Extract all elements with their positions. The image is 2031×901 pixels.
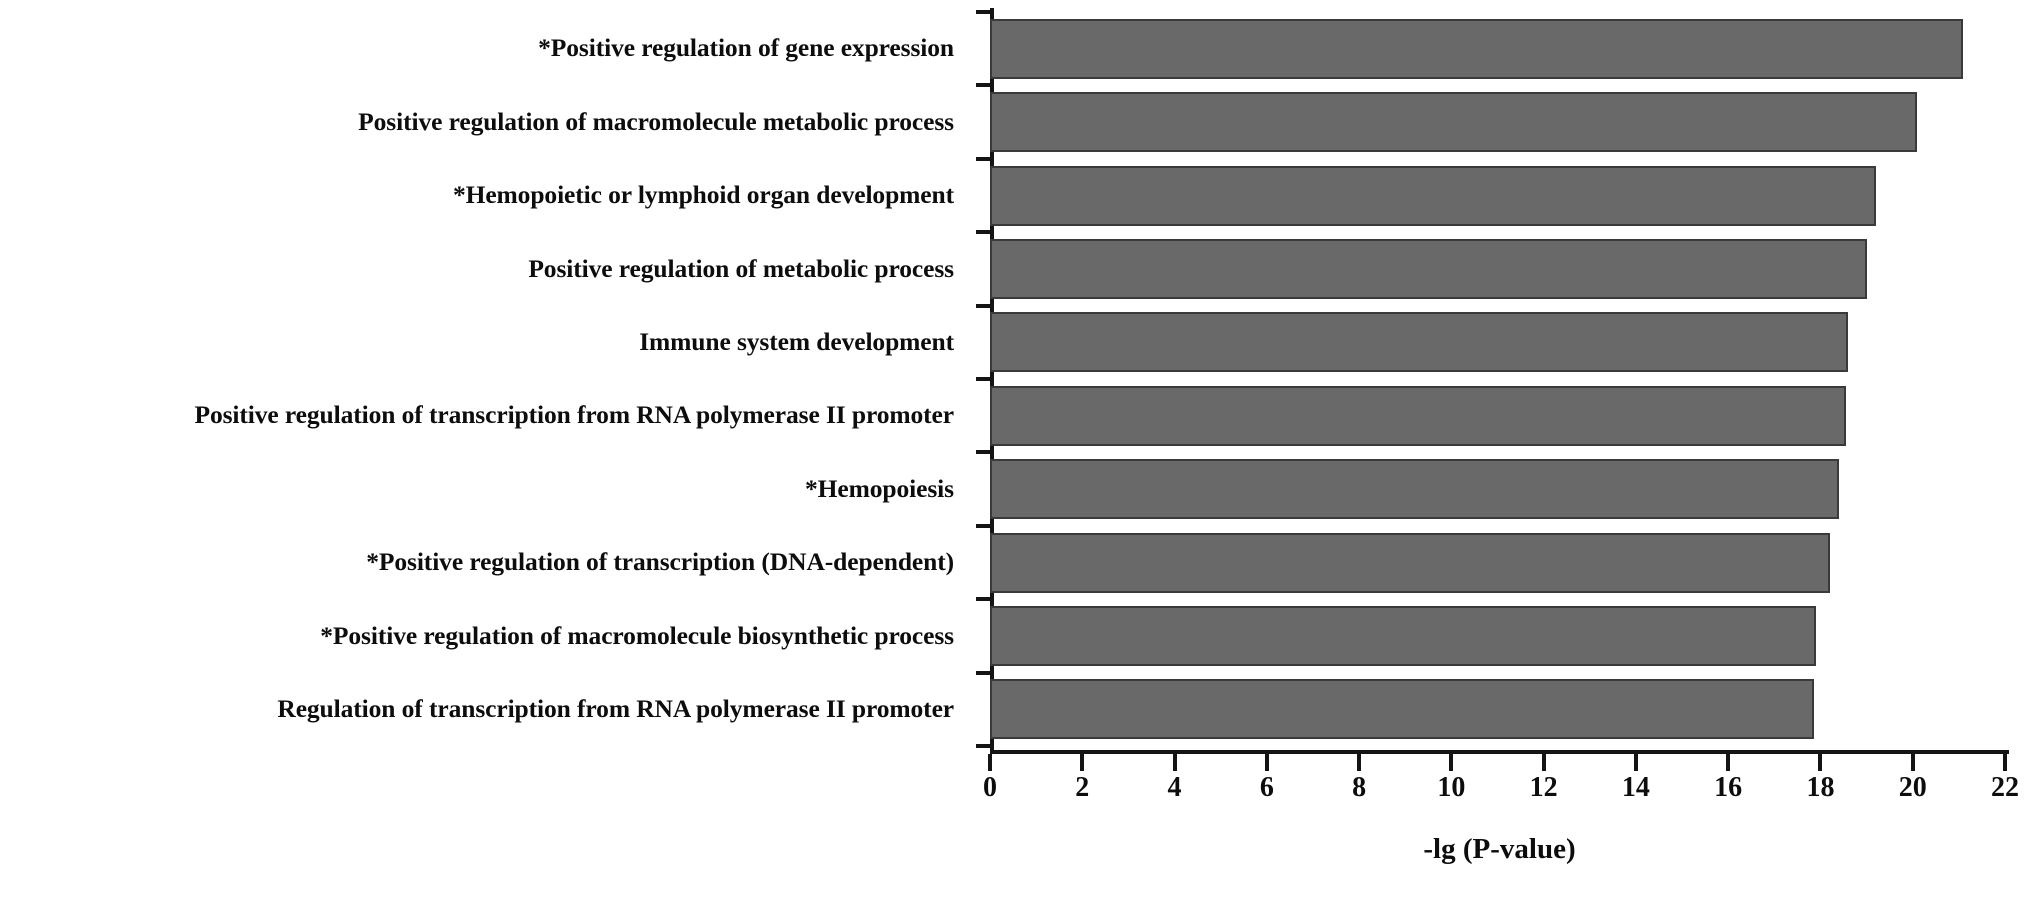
category-label: *Positive regulation of gene expression <box>538 33 954 63</box>
category-label-row: Immune system development <box>0 306 968 379</box>
category-label-row: *Positive regulation of macromolecule bi… <box>0 599 968 672</box>
category-label-row: *Positive regulation of gene expression <box>0 12 968 85</box>
bar-slot <box>990 673 2005 746</box>
category-label-row: Positive regulation of metabolic process <box>0 232 968 305</box>
y-axis-tick <box>976 83 990 88</box>
y-axis-tick <box>976 377 990 381</box>
y-axis-tick <box>976 597 990 602</box>
x-axis-tick-label: 8 <box>1352 772 1367 803</box>
bar-slot <box>990 306 2005 379</box>
x-axis-tick <box>1172 754 1177 771</box>
category-label-row: Positive regulation of macromolecule met… <box>0 85 968 158</box>
x-axis-tick-label: 2 <box>1075 772 1090 803</box>
x-axis-tick <box>1818 754 1823 771</box>
category-label-row: *Positive regulation of transcription (D… <box>0 526 968 599</box>
x-axis-tick <box>1726 754 1731 771</box>
bar[interactable] <box>990 385 1846 446</box>
bar-slot <box>990 85 2005 158</box>
x-axis-tick <box>1264 754 1269 771</box>
x-axis-tick <box>988 754 992 771</box>
category-label-row: *Hemopoietic or lymphoid organ developme… <box>0 159 968 232</box>
bar-slot <box>990 379 2005 452</box>
x-axis-tick-label: 10 <box>1437 772 1466 803</box>
bar[interactable] <box>990 238 1867 299</box>
category-label: *Positive regulation of transcription (D… <box>366 547 954 577</box>
category-label: Immune system development <box>639 326 954 356</box>
bars-container <box>990 12 2005 746</box>
bar[interactable] <box>990 679 1814 740</box>
category-label: Positive regulation of transcription fro… <box>194 400 954 430</box>
bar[interactable] <box>990 92 1918 153</box>
category-label: *Positive regulation of macromolecule bi… <box>320 620 954 650</box>
bar-slot <box>990 159 2005 232</box>
category-label-row: *Hemopoiesis <box>0 452 968 525</box>
x-axis-tick-label: 18 <box>1806 772 1835 803</box>
category-label: *Hemopoiesis <box>805 473 954 503</box>
bar[interactable] <box>990 312 1849 373</box>
x-axis-spine <box>990 750 2009 754</box>
bar-slot <box>990 599 2005 672</box>
bar[interactable] <box>990 18 1964 79</box>
plot-area <box>990 8 2005 750</box>
x-axis-tick-label: 22 <box>1991 772 2019 803</box>
category-label: *Hemopoietic or lymphoid organ developme… <box>452 180 954 210</box>
bar-slot <box>990 452 2005 525</box>
category-label: Regulation of transcription from RNA pol… <box>277 693 954 723</box>
y-axis-spine <box>990 8 994 750</box>
bar[interactable] <box>990 165 1876 226</box>
bar[interactable] <box>990 605 1816 666</box>
x-axis-tick <box>1541 754 1546 771</box>
bar[interactable] <box>990 532 1830 593</box>
y-axis-tick <box>976 156 990 161</box>
x-axis-tick <box>1910 754 1915 771</box>
y-axis-tick <box>976 744 990 748</box>
x-axis-tick-label: 0 <box>983 772 997 803</box>
x-axis-tick <box>2003 754 2007 771</box>
x-axis-title: -lg (P-value) <box>1423 833 1576 865</box>
x-axis-tick <box>1357 754 1362 771</box>
bar-slot <box>990 526 2005 599</box>
x-axis-tick-label: 20 <box>1898 772 1927 803</box>
bar[interactable] <box>990 459 1839 520</box>
x-axis-tick <box>1449 754 1454 771</box>
category-label-column: *Positive regulation of gene expression … <box>0 12 968 746</box>
x-axis-tick-label: 12 <box>1529 772 1558 803</box>
y-axis-tick <box>976 230 990 235</box>
category-label-row: Positive regulation of transcription fro… <box>0 379 968 452</box>
category-label: Positive regulation of macromolecule met… <box>358 106 954 136</box>
x-axis-tick <box>1080 754 1085 771</box>
y-axis-tick <box>976 303 990 308</box>
y-axis-tick <box>976 450 990 455</box>
x-axis-tick <box>1633 754 1638 771</box>
x-axis-tick-label: 6 <box>1259 772 1274 803</box>
x-axis-tick-label: 16 <box>1714 772 1743 803</box>
y-axis-tick <box>976 10 990 14</box>
category-label: Positive regulation of metabolic process <box>528 253 954 283</box>
bar-slot <box>990 232 2005 305</box>
category-label-row: Regulation of transcription from RNA pol… <box>0 673 968 746</box>
x-axis-tick-label: 14 <box>1621 772 1650 803</box>
y-axis-tick <box>976 670 990 675</box>
bar-slot <box>990 12 2005 85</box>
x-axis-tick-label: 4 <box>1167 772 1182 803</box>
y-axis-tick <box>976 523 990 528</box>
